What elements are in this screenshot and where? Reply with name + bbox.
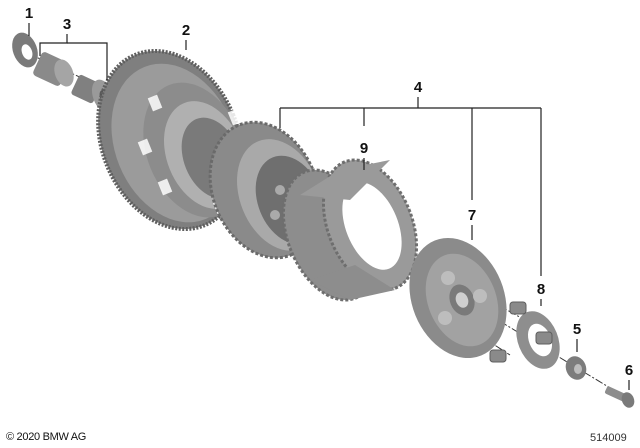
- bolt-part-6: [604, 386, 635, 408]
- leader-lines: [28, 23, 630, 390]
- callout-6: 6: [624, 362, 634, 379]
- callout-8: 8: [536, 281, 546, 298]
- callout-9: 9: [359, 140, 369, 157]
- diagram-number: 514009: [590, 432, 627, 444]
- clutch-basket-part-2: [96, 48, 253, 232]
- washer-part-1: [12, 32, 38, 68]
- copyright-text: © 2020 BMW AG: [6, 431, 87, 443]
- pressure-plate-part-7: [409, 237, 507, 359]
- callout-7: 7: [467, 207, 477, 224]
- callout-1: 1: [24, 5, 34, 22]
- callout-4: 4: [413, 79, 423, 96]
- spring-plate-part-8: [489, 301, 560, 369]
- nut-part-5: [565, 356, 587, 380]
- callout-3: 3: [62, 16, 72, 33]
- clutch-disc-pack-part-9: [281, 158, 419, 302]
- callout-2: 2: [181, 22, 191, 39]
- callout-5: 5: [572, 321, 582, 338]
